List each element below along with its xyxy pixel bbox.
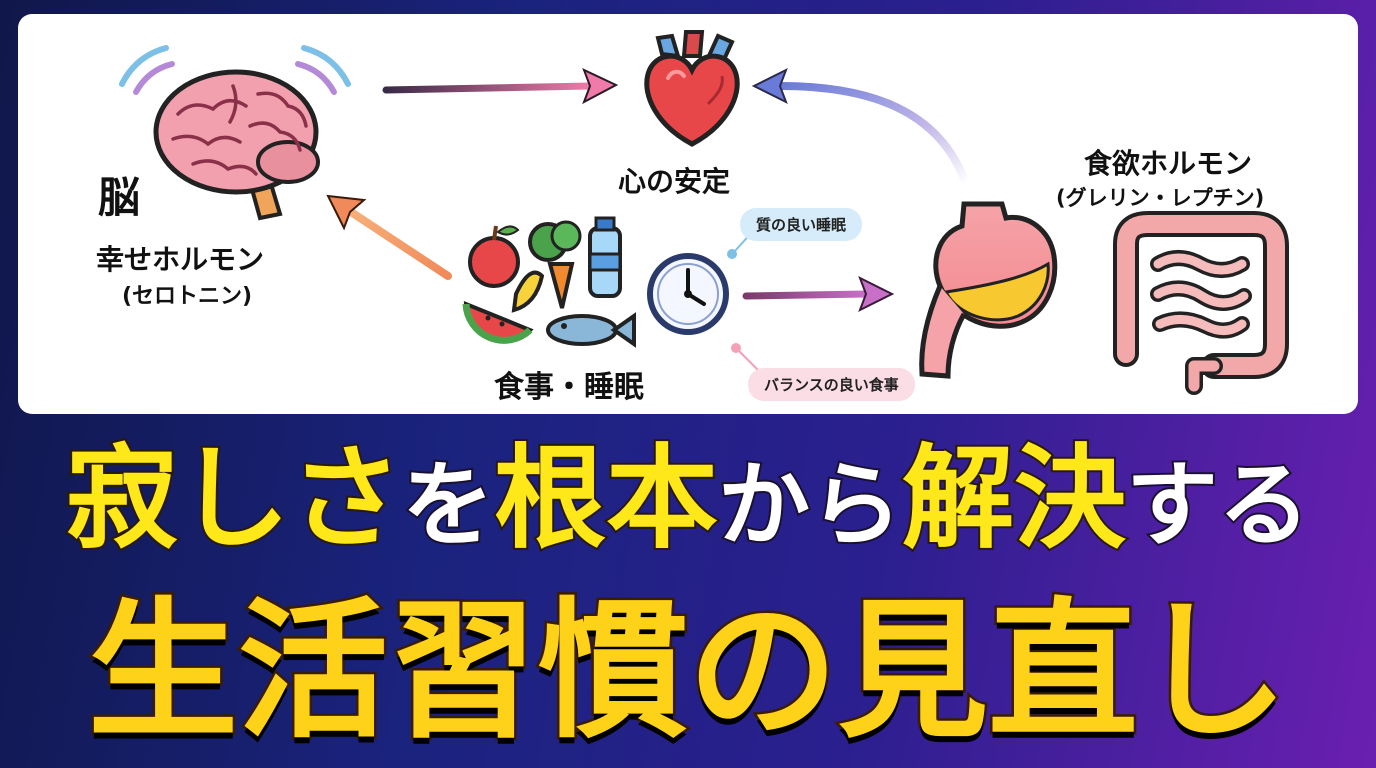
stomach-icon bbox=[919, 201, 1058, 379]
ghrelin-leptin-label: (グレリン・レプチン) bbox=[1056, 186, 1265, 210]
sleep-quality-tag: 質の良い睡眠 bbox=[740, 208, 863, 241]
food-icons bbox=[462, 216, 636, 348]
headline-segment: を bbox=[400, 450, 496, 561]
clock-icon bbox=[647, 253, 729, 335]
balanced-diet-tag: バランスの良い食事 bbox=[748, 368, 915, 401]
banana-icon bbox=[511, 270, 545, 313]
arrow-food-to-brain bbox=[326, 194, 452, 280]
headline-segment: 解決 bbox=[900, 432, 1128, 566]
headline-line-1-text: 寂しさを根本から解決する bbox=[64, 432, 1312, 566]
happy-hormone-label: 幸せホルモン bbox=[96, 243, 265, 276]
food-sleep-label: 食事・睡眠 bbox=[494, 370, 644, 405]
vegetable-icon bbox=[528, 220, 582, 309]
fish-icon bbox=[546, 312, 636, 348]
watermelon-icon bbox=[462, 300, 534, 344]
brain-label: 脳 bbox=[98, 173, 141, 222]
headline-line-1: 寂しさを根本から解決する bbox=[0, 424, 1376, 581]
headline-line-2: 生活習慣の見直し bbox=[85, 583, 1290, 762]
headline-segment: から bbox=[716, 450, 904, 561]
diagram-panel: 脳 幸せホルモン (セロトニン) 心の安定 食事・睡眠 食欲ホルモン (グレリン… bbox=[18, 14, 1358, 414]
arrow-lifestyle-to-gut bbox=[742, 275, 895, 313]
heart-label: 心の安定 bbox=[618, 165, 731, 198]
headline-segment: 寂しさ bbox=[64, 432, 404, 566]
heart-icon bbox=[644, 30, 740, 147]
water-bottle-icon bbox=[588, 216, 622, 298]
appetite-hormone-label: 食欲ホルモン bbox=[1084, 147, 1253, 180]
tag-connectors bbox=[727, 229, 759, 371]
headline-segment: 根本 bbox=[492, 432, 720, 566]
intestines-icon bbox=[1113, 211, 1289, 395]
arrow-gut-to-heart bbox=[751, 67, 970, 188]
diagram-art bbox=[119, 30, 1289, 395]
headline-segment: する bbox=[1124, 450, 1312, 561]
serotonin-label: (セロトニン) bbox=[122, 284, 253, 309]
apple-icon bbox=[468, 225, 520, 288]
signal-waves-icon bbox=[119, 45, 351, 95]
arrow-brain-to-heart bbox=[382, 68, 619, 105]
brain-icon bbox=[153, 69, 320, 221]
